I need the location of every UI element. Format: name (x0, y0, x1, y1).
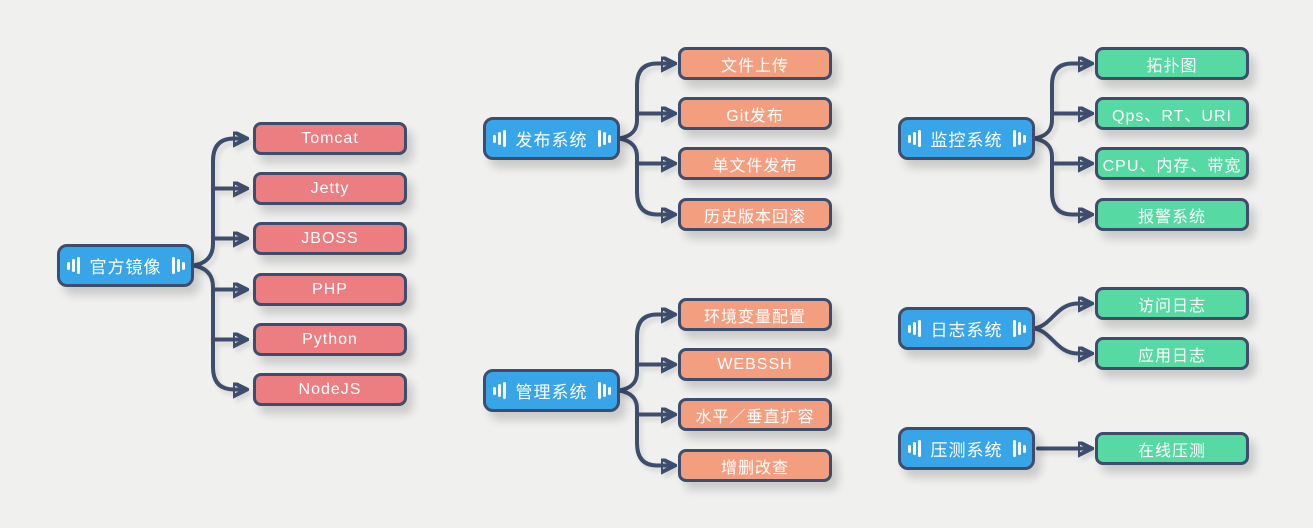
node-jboss: JBOSS (253, 222, 407, 255)
node-app-log: 应用日志 (1095, 337, 1249, 370)
eq-bars-descending-icon (1012, 320, 1026, 337)
node-label: 文件上传 (720, 57, 789, 75)
node-label: Jetty (310, 179, 350, 197)
eq-bars-ascending-icon (907, 320, 921, 337)
node-log-system: 日志系统 (898, 307, 1035, 350)
node-label: 管理系统 (515, 383, 588, 402)
node-label: Python (302, 330, 358, 348)
connector-monitor-top (1032, 64, 1090, 141)
connector-log-app (1032, 326, 1090, 354)
node-topology: 拓扑图 (1095, 47, 1249, 80)
node-label: WEBSSH (717, 355, 793, 373)
node-single-file-release: 单文件发布 (678, 147, 832, 180)
node-label: 在线压测 (1137, 442, 1206, 460)
connector-manage-top (617, 315, 673, 393)
node-access-log: 访问日志 (1095, 287, 1249, 320)
node-label: NodeJS (298, 380, 362, 398)
node-official-images: 官方镜像 (57, 244, 194, 287)
connector-monitor-bottom (1032, 136, 1090, 215)
node-env-config: 环境变量配置 (678, 298, 832, 331)
node-tomcat: Tomcat (253, 122, 407, 155)
node-label: 增删改查 (720, 459, 789, 477)
eq-bars-ascending-icon (66, 257, 80, 274)
node-label: 报警系统 (1137, 208, 1206, 226)
node-label: 日志系统 (930, 321, 1003, 340)
node-online-stress-test: 在线压测 (1095, 432, 1249, 465)
node-stress-system: 压测系统 (898, 427, 1035, 470)
node-file-upload: 文件上传 (678, 47, 832, 80)
node-cpu-mem-bandwidth: CPU、内存、带宽 (1095, 147, 1249, 180)
node-label: 环境变量配置 (703, 308, 806, 326)
node-label: Git发布 (726, 107, 784, 125)
node-label: 发布系统 (515, 131, 588, 150)
eq-bars-ascending-icon (492, 382, 506, 399)
node-label: JBOSS (301, 229, 359, 247)
node-python: Python (253, 323, 407, 356)
connector-release-bottom (617, 136, 673, 215)
node-git-release: Git发布 (678, 97, 832, 130)
eq-bars-descending-icon (1012, 440, 1026, 457)
connector-official-images-bottom (191, 263, 245, 390)
node-label: 历史版本回滚 (703, 208, 806, 226)
eq-bars-ascending-icon (907, 130, 921, 147)
eq-bars-descending-icon (597, 130, 611, 147)
node-label: 访问日志 (1137, 297, 1206, 315)
node-qps-rt-uri: Qps、RT、URI (1095, 97, 1249, 130)
node-label: Tomcat (301, 129, 359, 147)
connector-official-images-top (191, 139, 245, 268)
connector-manage-bottom (617, 388, 673, 466)
node-label: 拓扑图 (1146, 57, 1198, 75)
node-label: 应用日志 (1137, 347, 1206, 365)
connector-release-top (617, 64, 673, 141)
eq-bars-ascending-icon (492, 130, 506, 147)
eq-bars-ascending-icon (907, 440, 921, 457)
eq-bars-descending-icon (1012, 130, 1026, 147)
node-jetty: Jetty (253, 172, 407, 205)
eq-bars-descending-icon (171, 257, 185, 274)
node-crud: 增删改查 (678, 449, 832, 482)
node-php: PHP (253, 273, 407, 306)
node-label: 监控系统 (930, 131, 1003, 150)
node-history-rollback: 历史版本回滚 (678, 198, 832, 231)
node-label: PHP (312, 280, 348, 298)
connector-log-access (1032, 304, 1090, 331)
node-label: 单文件发布 (712, 157, 798, 175)
eq-bars-descending-icon (597, 382, 611, 399)
node-alarm-system: 报警系统 (1095, 198, 1249, 231)
node-label: 官方镜像 (89, 258, 162, 277)
node-label: CPU、内存、带宽 (1102, 157, 1242, 175)
node-scale: 水平／垂直扩容 (678, 398, 832, 431)
node-label: 压测系统 (930, 441, 1003, 460)
node-release-system: 发布系统 (483, 117, 620, 160)
node-webssh: WEBSSH (678, 348, 832, 381)
node-label: Qps、RT、URI (1112, 107, 1232, 125)
node-label: 水平／垂直扩容 (695, 408, 815, 426)
node-monitor-system: 监控系统 (898, 117, 1035, 160)
node-manage-system: 管理系统 (483, 369, 620, 412)
node-nodejs: NodeJS (253, 373, 407, 406)
